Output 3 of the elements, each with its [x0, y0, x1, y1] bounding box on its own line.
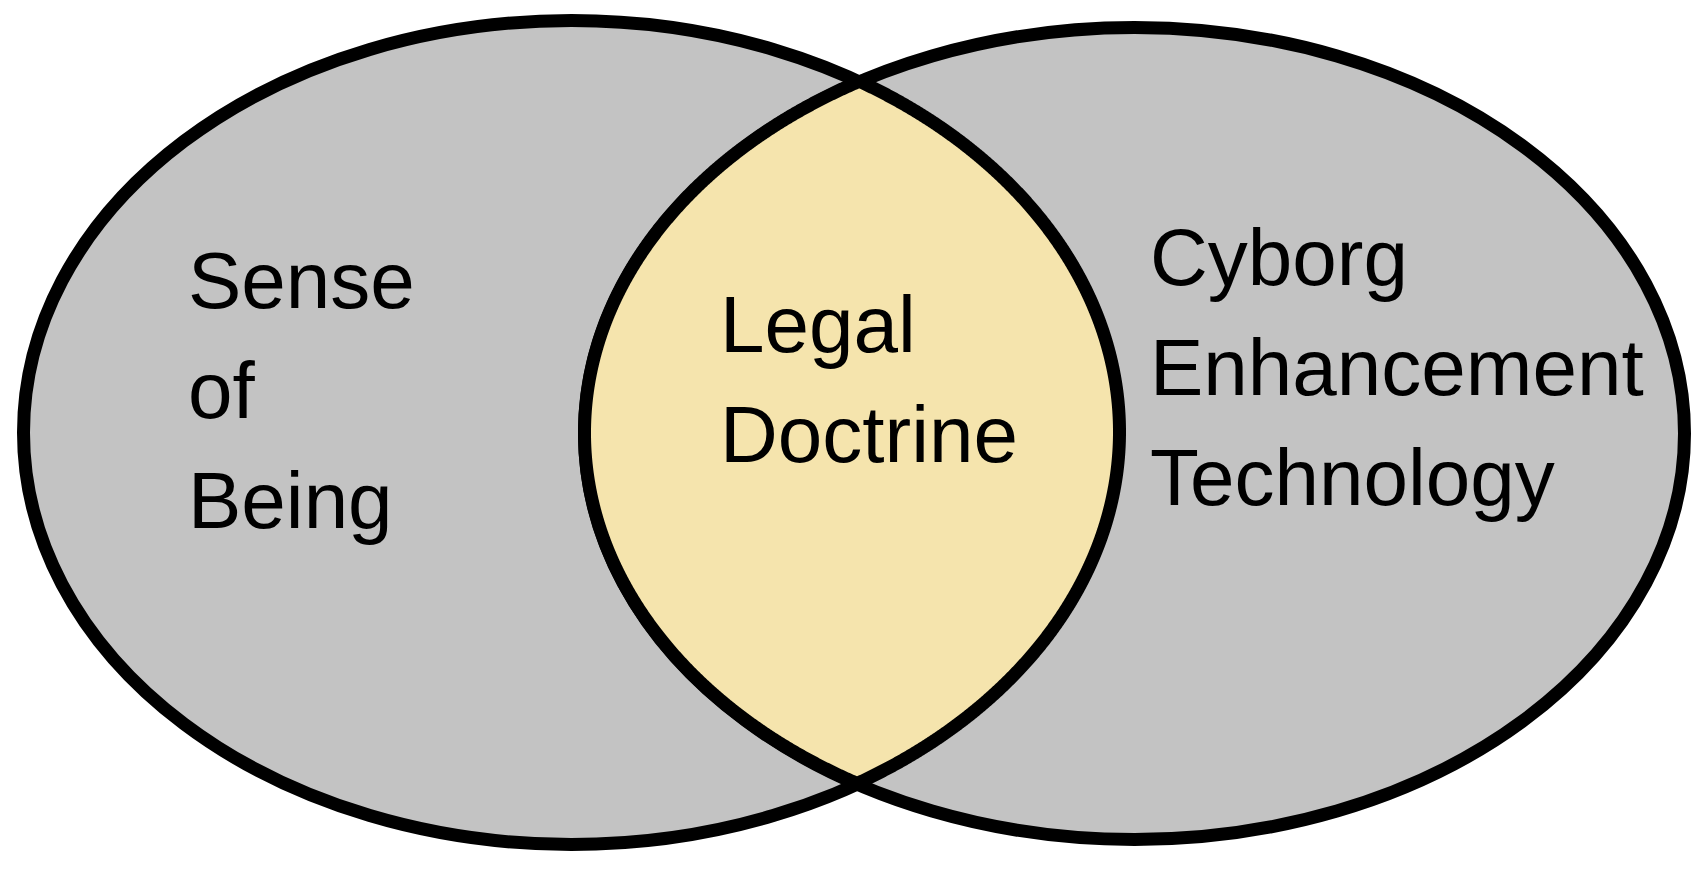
set-label: Sense of Being — [188, 235, 416, 547]
set-label: Cyborg Enhancement Technology — [1150, 212, 1645, 524]
overlap-label: Legal Doctrine — [720, 279, 1019, 481]
